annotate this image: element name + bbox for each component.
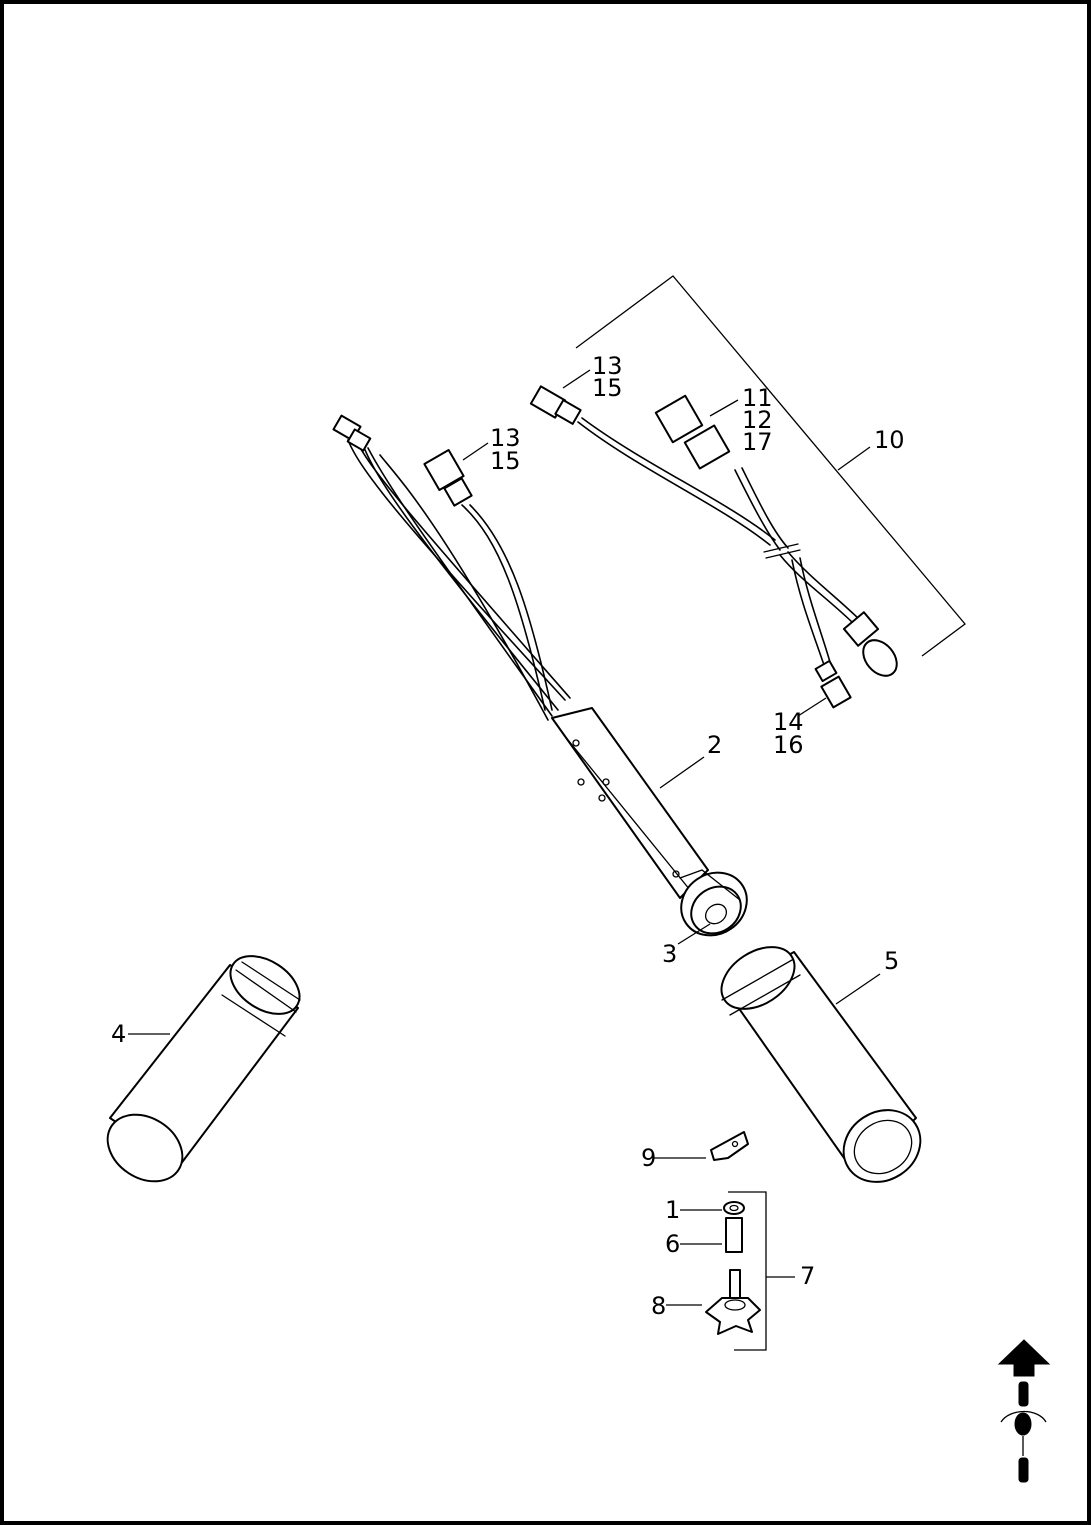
callout-7: 7 bbox=[800, 1262, 815, 1290]
leader-13-15-b bbox=[462, 442, 489, 461]
callout-15a: 15 bbox=[592, 374, 623, 402]
callout-14: 14 bbox=[773, 708, 804, 736]
callout-13a: 13 bbox=[592, 352, 623, 380]
callout-15b: 15 bbox=[490, 447, 521, 475]
callout-6: 6 bbox=[665, 1230, 680, 1258]
leader-3 bbox=[677, 923, 711, 945]
callout-11: 11 bbox=[742, 384, 773, 412]
callout-13b: 13 bbox=[490, 424, 521, 452]
wiring-harness-part bbox=[529, 385, 898, 709]
callout-10: 10 bbox=[874, 426, 905, 454]
callout-8: 8 bbox=[651, 1292, 666, 1320]
throttle-grip-assembly-part bbox=[332, 414, 748, 937]
callout-9: 9 bbox=[641, 1144, 656, 1172]
leader-11-12-17 bbox=[709, 399, 739, 417]
clip-part bbox=[710, 1131, 749, 1161]
front-direction-arrow-icon bbox=[997, 1339, 1051, 1483]
leader-13-15-a bbox=[562, 369, 591, 389]
callout-4: 4 bbox=[111, 1020, 126, 1048]
leader-14-16 bbox=[797, 697, 827, 717]
callout-12: 12 bbox=[742, 406, 773, 434]
bracket-10 bbox=[575, 275, 966, 657]
leader-10 bbox=[837, 446, 871, 471]
callout-5: 5 bbox=[884, 947, 899, 975]
callout-3: 3 bbox=[662, 940, 677, 968]
left-grip-part bbox=[106, 955, 301, 1183]
leader-5 bbox=[835, 973, 881, 1005]
callout-16: 16 bbox=[773, 731, 804, 759]
right-grip-part bbox=[720, 946, 922, 1183]
callout-17: 17 bbox=[742, 428, 773, 456]
callout-1: 1 bbox=[665, 1196, 680, 1224]
adjuster-stack-part bbox=[705, 1201, 761, 1335]
bracket-7 bbox=[728, 1191, 767, 1351]
leader-2 bbox=[659, 756, 705, 789]
callout-2: 2 bbox=[707, 731, 722, 759]
